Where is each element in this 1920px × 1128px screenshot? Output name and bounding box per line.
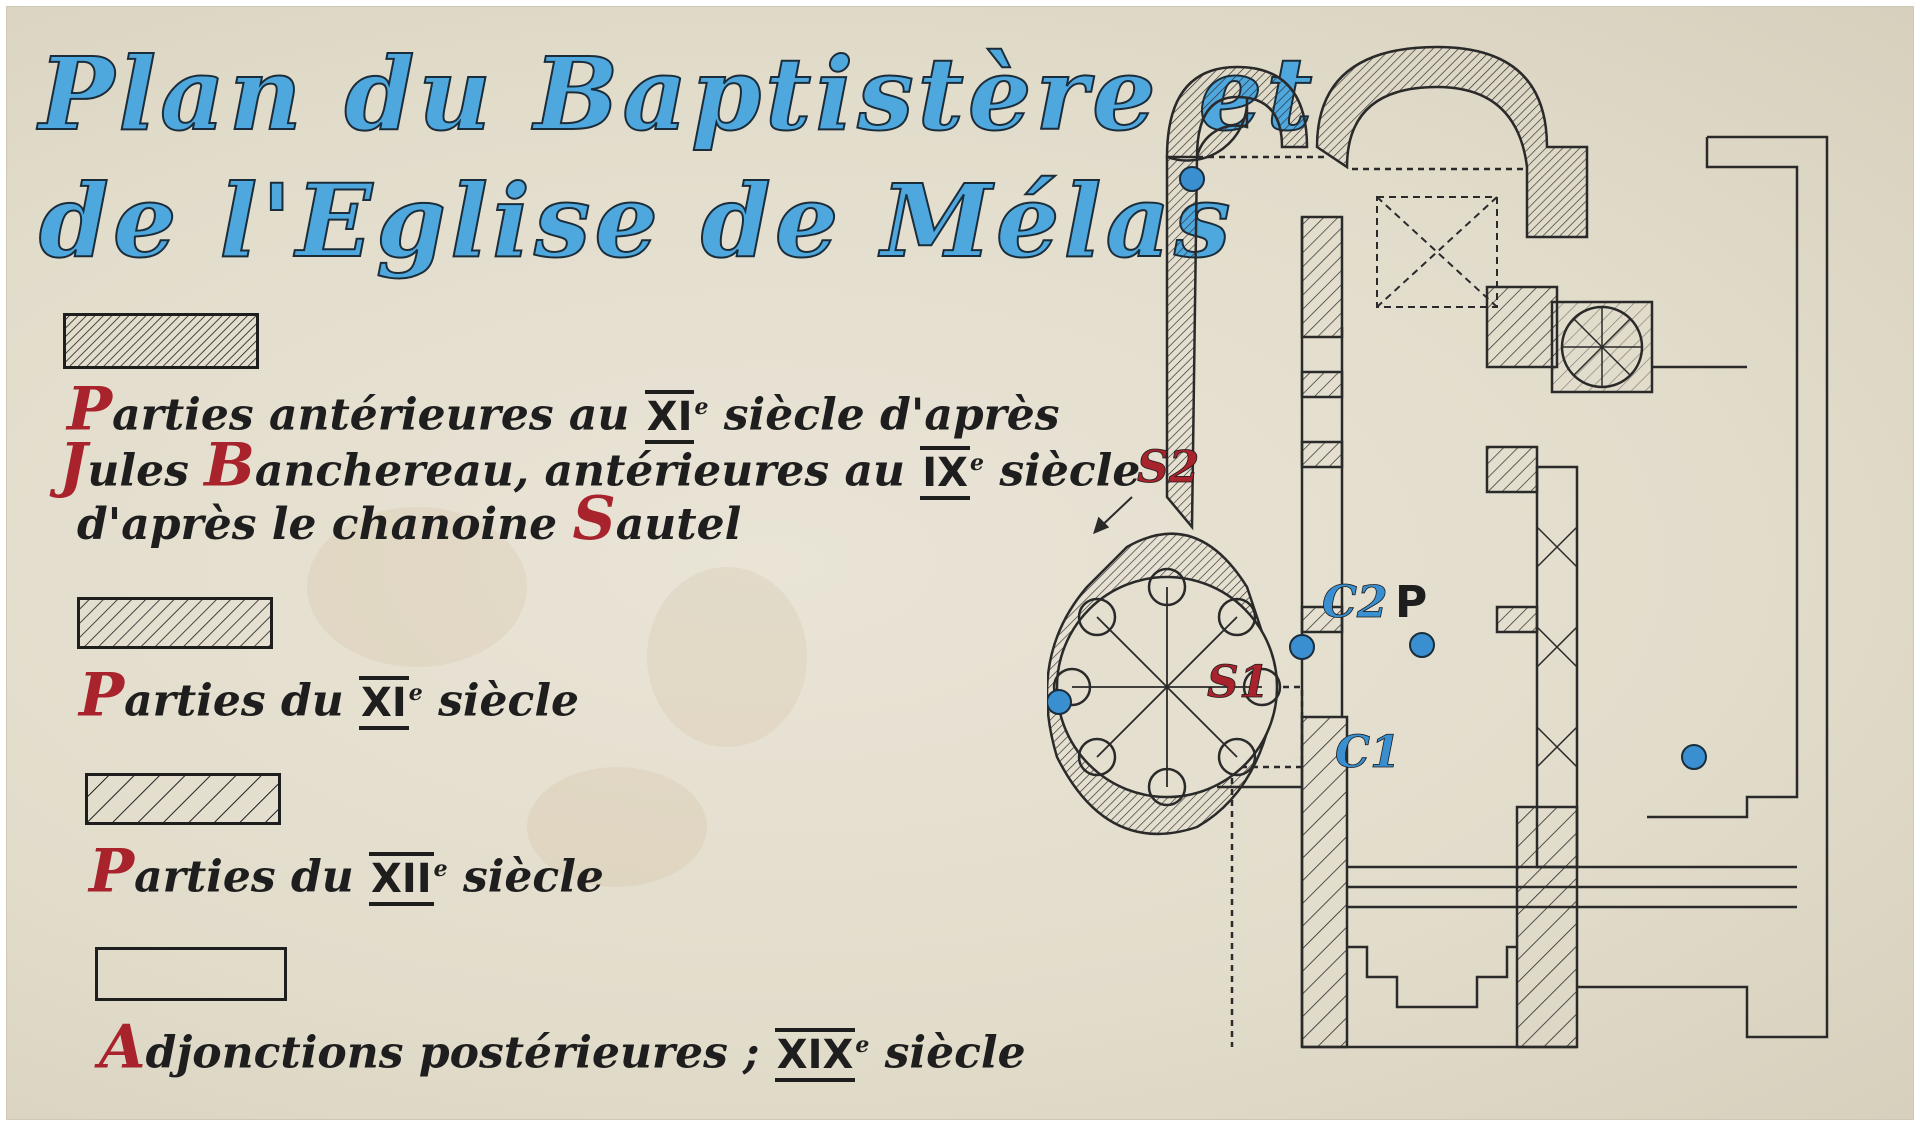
century-numeral: XI (644, 389, 695, 444)
legend-item-4: Adjonctions postérieures ; XIXe siècle (99, 1017, 1026, 1083)
marker-c2 (1289, 634, 1315, 660)
legend-swatch-hatch-medium (77, 597, 273, 649)
label-c2: C2 (1322, 577, 1388, 628)
legend-text: djonctions postérieures ; (145, 1027, 775, 1079)
superscript: e (855, 1032, 870, 1058)
central-apse (1315, 45, 1589, 239)
legend-item-1-line-2: Jules Banchereau, antérieures au IXe siè… (59, 435, 1140, 501)
legend-item-1-line-1: Parties antérieures au XIe siècle d'aprè… (67, 379, 1060, 445)
legend-text: siècle (422, 675, 580, 727)
legend-text: siècle d'après (708, 389, 1060, 441)
legend-item-1-line-3: d'après le chanoine Sautel (77, 489, 742, 553)
superscript: e (408, 680, 423, 706)
legend-text: autel (615, 499, 742, 550)
s2-arrowhead (1093, 516, 1110, 535)
paper-stain (307, 507, 527, 667)
superscript: e (433, 856, 448, 882)
tower-wall (1485, 285, 1559, 369)
marker-right (1681, 744, 1707, 770)
initial-letter: A (99, 1012, 146, 1083)
century-numeral: XIX (774, 1027, 856, 1082)
nave-left-pier-3 (1300, 605, 1344, 634)
legend-swatch-hatch-wide (85, 773, 281, 825)
legend-swatch-cross-hatch (63, 313, 259, 369)
nave-left-wall-lower (1300, 715, 1349, 1049)
nave-left-pier-2 (1300, 440, 1344, 469)
legend-text: siècle (447, 851, 604, 903)
label-c1: C1 (1335, 727, 1401, 778)
century-numeral: IX (920, 445, 971, 500)
superscript: e (970, 450, 985, 476)
baptistery-ribs (1072, 587, 1262, 787)
title-line-2: de l'Eglise de Mélas (38, 161, 1235, 281)
nave-right-pier-2 (1495, 605, 1539, 634)
legend-text: d'après le chanoine (77, 499, 573, 550)
initial-letter: B (204, 430, 255, 501)
superscript: e (694, 394, 709, 420)
initial-letter: P (89, 836, 135, 907)
adjunction-outline (1577, 135, 1829, 1039)
legend-text: arties du (134, 851, 370, 903)
legend-text: arties antérieures au (112, 389, 645, 441)
legend-swatch-empty (95, 947, 287, 1001)
label-p: P (1395, 577, 1427, 628)
nave-right-lower (1515, 805, 1579, 1049)
adjunction-inner (1647, 137, 1799, 819)
stair-enclosure (1550, 300, 1654, 394)
initial-letter: J (59, 430, 88, 501)
nave-right-pier-1 (1485, 445, 1539, 494)
marker-apse (1179, 166, 1205, 192)
legend-text: siècle (984, 445, 1141, 497)
legend-text: arties du (124, 675, 360, 727)
initial-letter: P (67, 374, 113, 445)
paper-stain (647, 567, 807, 747)
church-floor-plan: S2 S1 C2 C1 P (1047, 45, 1829, 1049)
marker-s1 (1047, 689, 1072, 715)
century-numeral: XII (369, 851, 434, 906)
left-apse (1165, 65, 1309, 159)
paper-sheet: Plan du Baptistère et de l'Eglise de Mél… (6, 6, 1914, 1120)
century-numeral: XI (359, 675, 409, 730)
label-s1: S1 (1207, 657, 1269, 708)
baptistery-niches (1052, 567, 1282, 807)
entrance-steps (1347, 945, 1517, 1009)
legend-text: anchereau, antérieures au (254, 445, 921, 497)
label-s2: S2 (1137, 442, 1199, 493)
nave-left-pier-1 (1300, 370, 1344, 399)
legend-text: siècle (869, 1027, 1026, 1079)
initial-letter: P (79, 660, 125, 731)
marker-p (1409, 632, 1435, 658)
legend-item-3: Parties du XIIe siècle (89, 841, 604, 907)
title-line-1: Plan du Baptistère et (38, 34, 1317, 154)
paper-stain (527, 767, 707, 887)
nave-left-wall-upper (1300, 215, 1344, 339)
legend-item-2: Parties du XIe siècle (79, 665, 579, 731)
legend-text: ules (87, 445, 205, 497)
initial-letter: S (572, 484, 616, 554)
nave-right-wall-diamonds (1536, 526, 1578, 768)
choir-vault-cross (1376, 196, 1498, 308)
